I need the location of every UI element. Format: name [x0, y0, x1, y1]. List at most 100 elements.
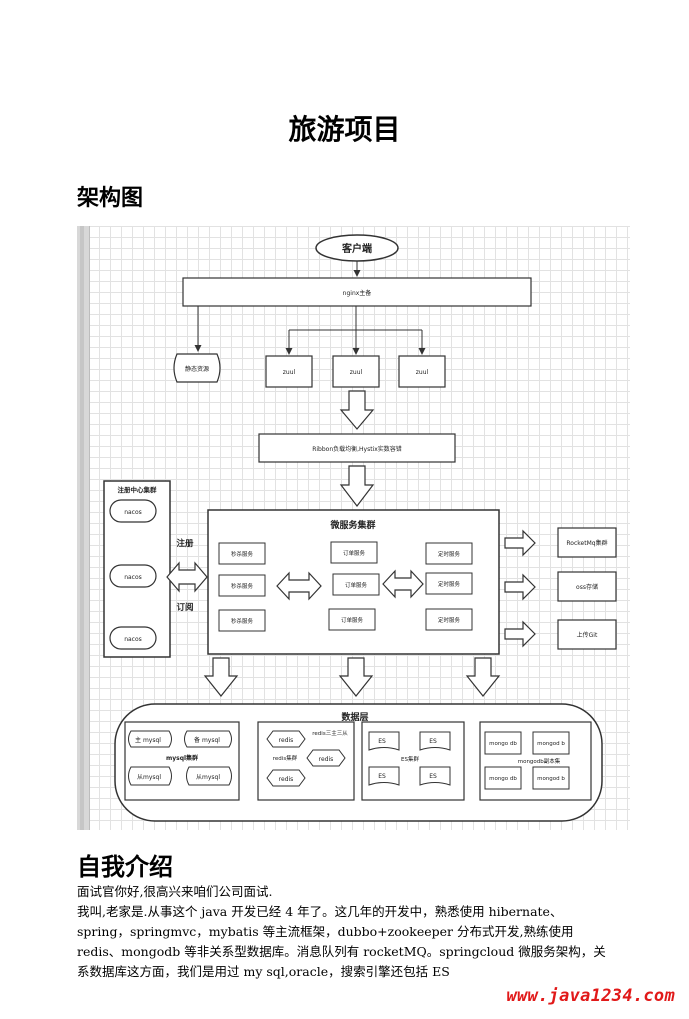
rocketmq-box [557, 527, 617, 558]
es-node-3 [368, 766, 400, 786]
nacos-node-2 [109, 564, 157, 588]
zuul-label-1: zuul [283, 369, 296, 376]
mysql-slave-label: 备 mysql [194, 736, 220, 744]
redis-sentinel-label: redis三主三从 [312, 729, 348, 737]
mysql-slave-node [184, 730, 232, 748]
zuul-box-2 [332, 355, 380, 388]
timer-label-2: 定时服务 [438, 580, 461, 588]
timer-label-1: 定时服务 [438, 550, 461, 558]
oss-box [557, 571, 617, 602]
nacos-label-3: nacos [124, 636, 142, 643]
nacos-label-2: nacos [124, 574, 142, 581]
client-label: 客户端 [341, 242, 372, 255]
double-arrow-icon [276, 571, 322, 601]
mysql-replica-node-2 [186, 766, 232, 786]
order-label-1: 订单服务 [343, 549, 366, 557]
page-title: 旅游项目 [288, 113, 401, 146]
timer-label-3: 定时服务 [438, 616, 461, 624]
registry-title: 注册中心集群 [118, 485, 158, 494]
order-label-2: 订单服务 [345, 581, 368, 589]
intro-body: 面试官你好,很高兴来咱们公司面试. 我叫,老家是.从事这个 java 开发已经 … [77, 882, 637, 982]
down-arrow-icon [203, 657, 239, 697]
es-label-4: ES [429, 773, 437, 780]
double-arrow-icon [166, 561, 208, 593]
mysql-master-node [128, 730, 172, 748]
order-service-3 [328, 608, 376, 631]
architecture-heading: 架构图 [77, 186, 144, 211]
nacos-label-1: nacos [124, 509, 142, 516]
es-label-2: ES [429, 738, 437, 745]
redis-cluster-label: redis集群 [273, 754, 298, 762]
order-label-3: 订单服务 [341, 616, 364, 624]
mongo-label-2: mongod b [537, 741, 565, 747]
down-arrow-icon [338, 657, 374, 697]
seckill-service-2 [218, 574, 266, 597]
register-label: 注册 [176, 538, 194, 549]
nacos-node-1 [109, 499, 157, 523]
timer-service-2 [425, 572, 473, 595]
timer-service-1 [425, 542, 473, 565]
mongo-node-1 [484, 731, 522, 755]
intro-heading: 自我介绍 [77, 853, 173, 881]
static-resource-node [173, 353, 221, 383]
redis-node-1 [266, 730, 306, 748]
nginx-box [182, 277, 532, 307]
ribbon-label: Ribbon负载均衡,Hystix实数容错 [312, 445, 402, 453]
rocketmq-label: RocketMq集群 [566, 539, 607, 547]
mongo-node-3 [484, 766, 522, 790]
redis-label-3: redis [279, 776, 294, 783]
ribbon-box [258, 433, 456, 463]
intro-line: 系数据库这方面，我们是用过 my sql,oracle，搜索引擎还包括 ES [77, 964, 450, 979]
down-arrow-icon [465, 657, 501, 697]
zuul-box-3 [398, 355, 446, 388]
es-node-1 [368, 731, 400, 751]
nacos-node-3 [109, 626, 157, 650]
mongo-label-3: mongo db [489, 776, 517, 782]
es-label-1: ES [378, 738, 386, 745]
oss-label: oss存储 [576, 583, 598, 591]
subscribe-label: 订阅 [176, 602, 193, 613]
watermark: www.java1234.com [506, 986, 675, 1006]
diagram-canvas: 客户端 nginx主备 静态资源 zuul zuul zuul Ribbon负载… [103, 234, 617, 822]
mysql-replica-label-1: 从mysql [137, 774, 161, 781]
seckill-service-3 [218, 609, 266, 632]
redis-label-2: redis [319, 756, 334, 763]
seckill-label-1: 秒杀服务 [231, 550, 254, 558]
static-resource-label: 静态资源 [185, 365, 209, 373]
zuul-box-1 [265, 355, 313, 388]
es-cluster-label: ES集群 [401, 755, 419, 763]
mongo-cluster-label: mongodb副本集 [518, 757, 561, 765]
mongo-node-2 [532, 731, 570, 755]
redis-label-1: redis [279, 737, 294, 744]
diagram-scrollbar [77, 226, 90, 830]
mysql-replica-node-1 [128, 766, 172, 786]
order-service-1 [330, 541, 378, 564]
mysql-cluster-label: mysql集群 [166, 754, 198, 762]
zuul-label-2: zuul [350, 369, 363, 376]
down-arrow-icon [339, 390, 375, 430]
double-arrow-icon [382, 569, 424, 599]
intro-line: redis、mongodb 等非关系型数据库。消息队列有 rocketMQ。sp… [77, 944, 606, 959]
intro-line: 面试官你好,很高兴来咱们公司面试. [77, 884, 273, 899]
right-arrow-icon [504, 529, 536, 557]
mongo-label-1: mongo db [489, 741, 517, 747]
es-node-4 [419, 766, 451, 786]
seckill-label-3: 秒杀服务 [231, 617, 254, 625]
timer-service-3 [425, 608, 473, 631]
es-label-3: ES [378, 773, 386, 780]
microservice-title: 微服务集群 [329, 519, 375, 531]
intro-line: 我叫,老家是.从事这个 java 开发已经 4 年了。这几年的开发中，熟悉使用 … [77, 904, 563, 919]
git-box [557, 619, 617, 650]
data-layer-title: 数据层 [341, 711, 368, 723]
architecture-diagram: 客户端 nginx主备 静态资源 zuul zuul zuul Ribbon负载… [77, 226, 630, 830]
seckill-label-2: 秒杀服务 [231, 582, 254, 590]
redis-node-2 [306, 749, 346, 767]
git-label: 上传Git [577, 631, 598, 639]
right-arrow-icon [504, 573, 536, 601]
mongo-node-4 [532, 766, 570, 790]
seckill-service-1 [218, 542, 266, 565]
mysql-replica-label-2: 从mysql [196, 774, 220, 781]
mongo-label-4: mongod b [537, 776, 565, 782]
es-node-2 [419, 731, 451, 751]
nginx-label: nginx主备 [343, 289, 372, 297]
